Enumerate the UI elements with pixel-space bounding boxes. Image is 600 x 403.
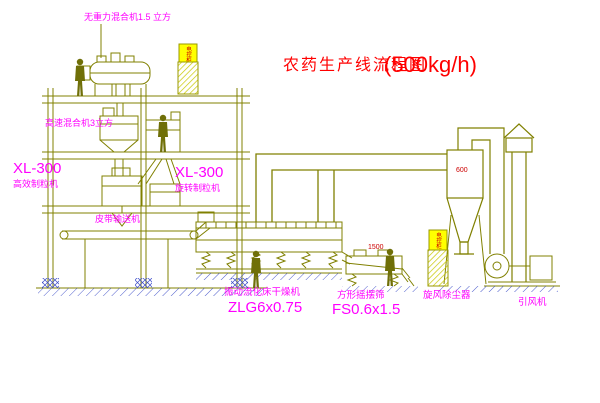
control-cabinet-top-label: 电控柜 bbox=[185, 45, 192, 64]
page-title: 农药生产线流程图 bbox=[283, 56, 427, 74]
label-sieve-name: 方形摇摆筛 bbox=[337, 289, 385, 301]
draft-fan bbox=[484, 253, 560, 287]
gravity-mixer bbox=[76, 24, 151, 116]
footing-hatch-right bbox=[231, 278, 248, 288]
granulator-left bbox=[101, 167, 143, 213]
ground-hatch-left bbox=[38, 288, 264, 296]
square-sieve bbox=[341, 249, 415, 287]
label-granulator-center-model: XL-300 bbox=[175, 164, 223, 181]
footing-hatch-mid bbox=[135, 278, 152, 288]
label-granulator-center-name: 旋转制粒机 bbox=[175, 182, 220, 193]
dim-sieve: 1500 bbox=[368, 244, 384, 251]
control-cabinet-right: 电控柜 bbox=[427, 229, 449, 287]
ground-hatch-sieve bbox=[342, 286, 418, 292]
label-fan: 引风机 bbox=[518, 296, 547, 308]
label-gravity-mixer: 无重力混合机1.5 立方 bbox=[84, 11, 171, 22]
granulator-right bbox=[149, 183, 181, 207]
label-dryer-model: ZLG6x0.75 bbox=[228, 299, 302, 316]
label-dryer-name: 振动流化床干燥机 bbox=[224, 286, 301, 298]
ground-hatch-right bbox=[436, 286, 558, 292]
worker-figure bbox=[251, 250, 261, 288]
control-cabinet-right-label: 电控柜 bbox=[435, 231, 442, 250]
high-speed-mixer bbox=[99, 107, 139, 176]
label-high-speed-mixer: 高速混合机3立方 bbox=[45, 117, 113, 128]
label-granulator-left-model: XL-300 bbox=[13, 160, 61, 177]
footing-hatch-left bbox=[42, 278, 59, 288]
ground-hatch-dryer bbox=[196, 273, 342, 280]
label-sieve-model: FS0.6x1.5 bbox=[332, 301, 400, 318]
exhaust-duct bbox=[255, 153, 447, 222]
label-granulator-left-name: 高效制粒机 bbox=[13, 178, 58, 189]
label-cyclone: 旋风除尘器 bbox=[423, 289, 471, 301]
control-cabinet-top: 电控柜 bbox=[177, 43, 199, 95]
label-belt-conveyor: 皮带输送机 bbox=[95, 213, 140, 224]
belt-conveyor bbox=[59, 212, 199, 289]
fluid-bed-dryer bbox=[195, 211, 343, 274]
cyclone bbox=[443, 127, 505, 285]
page-title-capacity: (500kg/h) bbox=[384, 52, 477, 77]
exhaust-stack bbox=[503, 123, 535, 282]
dim-cyclone: 600 bbox=[456, 167, 468, 174]
worker-figure bbox=[75, 58, 85, 96]
